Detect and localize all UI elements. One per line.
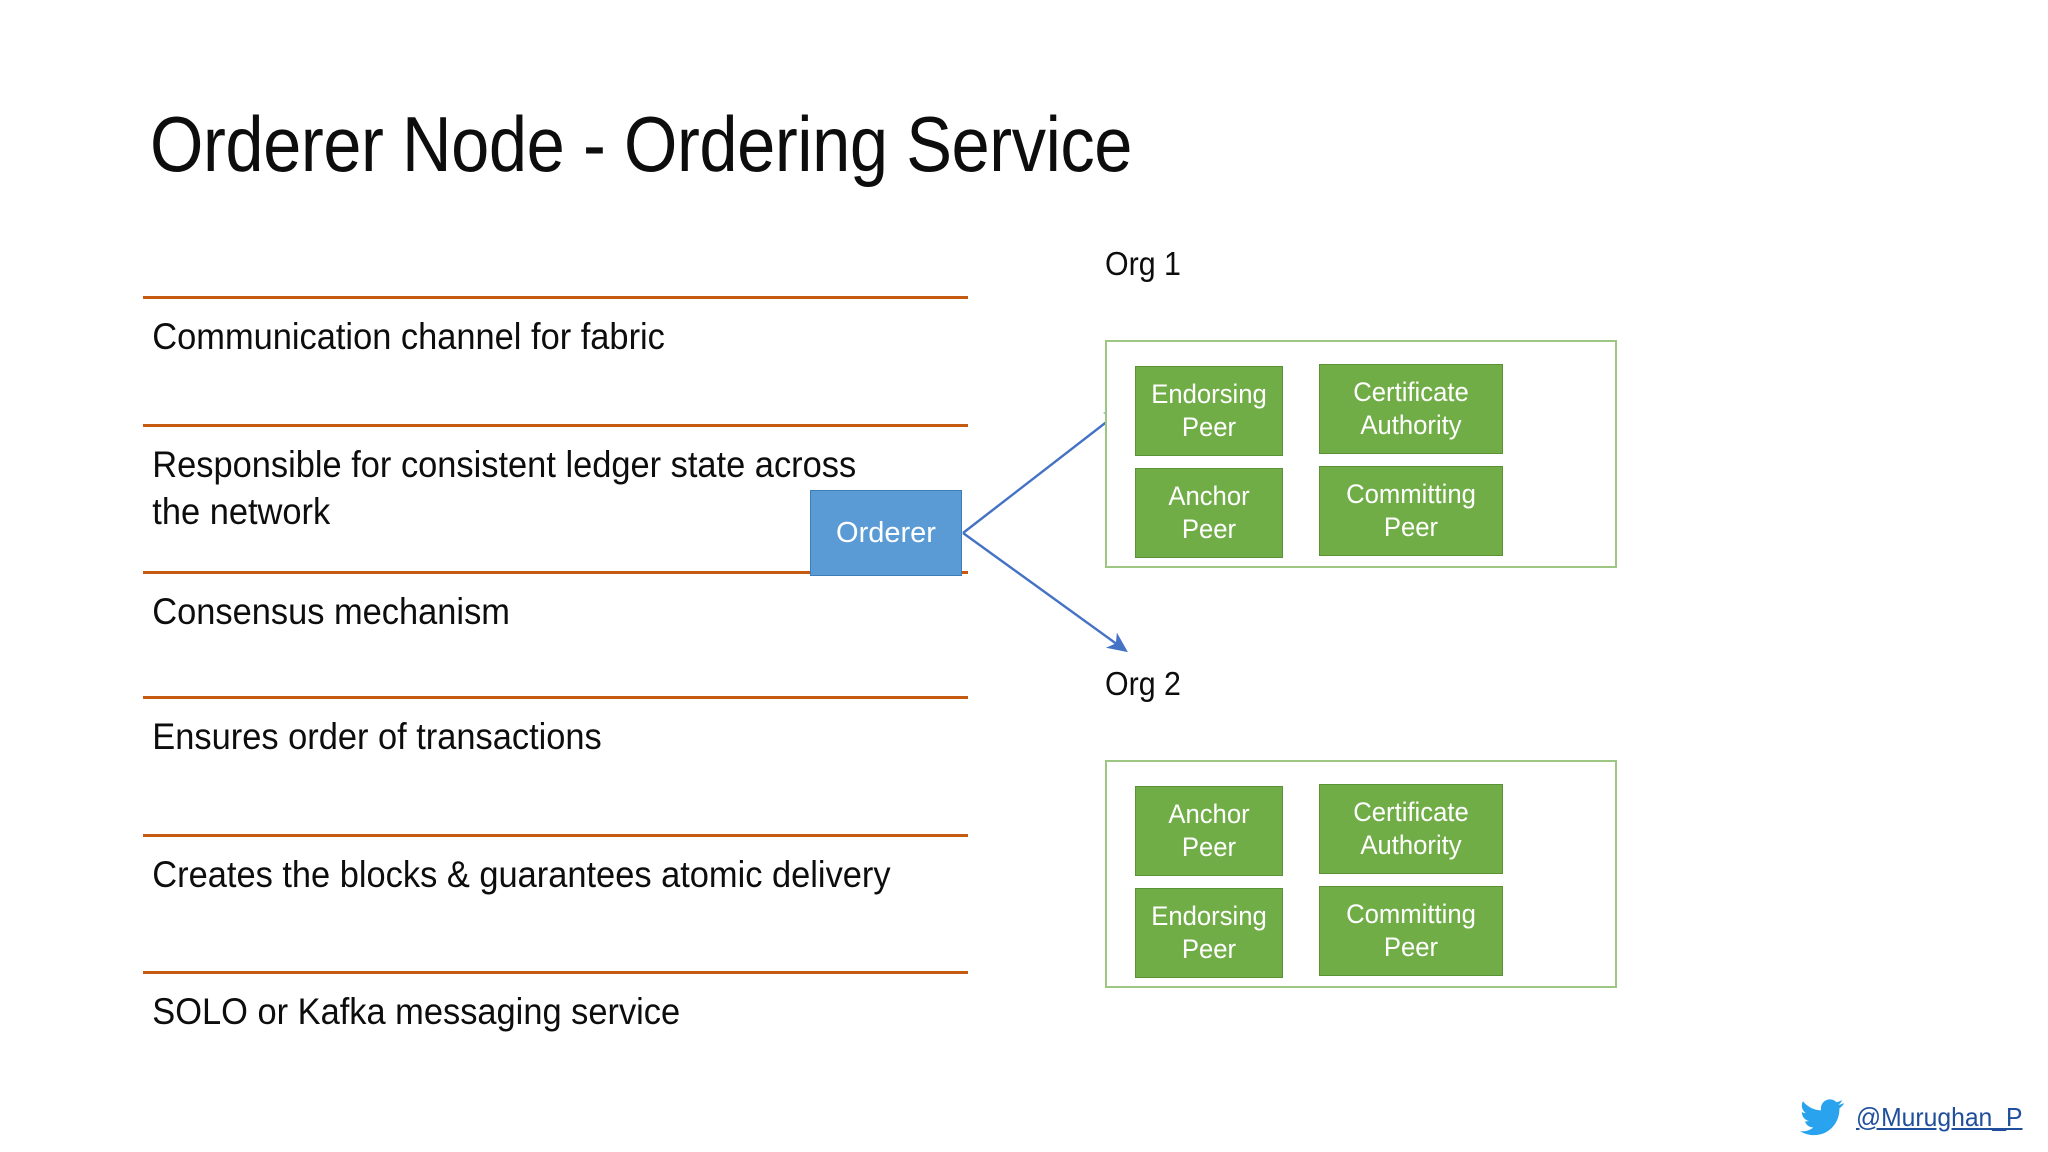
bullet-item-5: Creates the blocks & guarantees atomic d… xyxy=(143,834,968,971)
arrow-orderer-to-org2 xyxy=(962,532,1128,653)
org2-committing-peer[interactable]: Committing Peer xyxy=(1319,886,1503,976)
org2-endorsing-peer-label: Endorsing Peer xyxy=(1151,901,1267,964)
arrow-orderer-to-org1 xyxy=(962,407,1125,534)
org1-container: Endorsing Peer Certificate Authority Anc… xyxy=(1105,340,1617,568)
org2-label: Org 2 xyxy=(1105,665,1181,702)
org1-endorsing-peer-label: Endorsing Peer xyxy=(1151,379,1267,442)
bullet-item-1: Communication channel for fabric xyxy=(143,296,968,424)
bullet-item-3-label: Consensus mechanism xyxy=(152,591,510,632)
org2-endorsing-peer[interactable]: Endorsing Peer xyxy=(1135,888,1283,978)
bullet-item-3: Consensus mechanism xyxy=(143,571,968,696)
bullet-item-5-label: Creates the blocks & guarantees atomic d… xyxy=(152,854,891,895)
orderer-node-label: Orderer xyxy=(836,516,936,549)
network-diagram: Orderer Org 1 Endorsing Peer Certificate… xyxy=(810,245,2020,1075)
bullet-item-4-label: Ensures order of transactions xyxy=(152,716,602,757)
bullet-item-6-label: SOLO or Kafka messaging service xyxy=(152,991,681,1032)
bullet-item-4: Ensures order of transactions xyxy=(143,696,968,834)
org1-label: Org 1 xyxy=(1105,245,1181,282)
bullet-item-2-label: Responsible for consistent ledger state … xyxy=(152,444,857,533)
orderer-node[interactable]: Orderer xyxy=(810,490,962,576)
bullet-item-6: SOLO or Kafka messaging service xyxy=(143,971,968,1081)
bullet-list: Communication channel for fabric Respons… xyxy=(143,296,968,1081)
bullet-item-2: Responsible for consistent ledger state … xyxy=(143,424,968,571)
org1-anchor-peer-label: Anchor Peer xyxy=(1168,481,1250,544)
org1-committing-peer[interactable]: Committing Peer xyxy=(1319,466,1503,556)
bullet-item-1-label: Communication channel for fabric xyxy=(152,316,665,357)
org2-container: Anchor Peer Certificate Authority Endors… xyxy=(1105,760,1617,988)
org2-committing-peer-label: Committing Peer xyxy=(1346,899,1476,962)
twitter-icon xyxy=(1800,1098,1844,1136)
org2-certificate-authority[interactable]: Certificate Authority xyxy=(1319,784,1503,874)
org2-anchor-peer-label: Anchor Peer xyxy=(1168,799,1250,862)
org1-certificate-authority-label: Certificate Authority xyxy=(1353,377,1469,440)
org1-anchor-peer[interactable]: Anchor Peer xyxy=(1135,468,1283,558)
org1-committing-peer-label: Committing Peer xyxy=(1346,479,1476,542)
org2-certificate-authority-label: Certificate Authority xyxy=(1353,797,1469,860)
org2-anchor-peer[interactable]: Anchor Peer xyxy=(1135,786,1283,876)
twitter-footer[interactable]: @Murughan_P xyxy=(1800,1098,2031,1136)
twitter-handle-link[interactable]: @Murughan_P xyxy=(1856,1101,2023,1132)
org1-certificate-authority[interactable]: Certificate Authority xyxy=(1319,364,1503,454)
org1-endorsing-peer[interactable]: Endorsing Peer xyxy=(1135,366,1283,456)
page-title: Orderer Node - Ordering Service xyxy=(150,100,1133,188)
